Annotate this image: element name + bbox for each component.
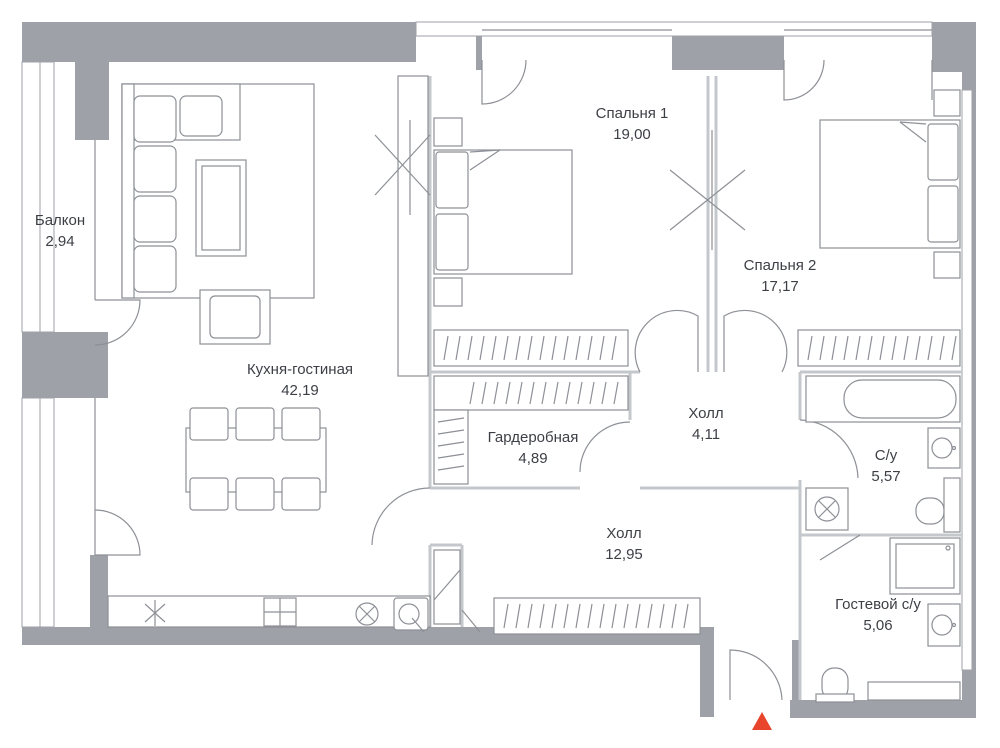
bed-1 [433,117,573,307]
room-name: Гостевой с/у [835,596,921,613]
room-area: 5,57 [871,468,900,485]
guest-bath-shelf [867,681,961,701]
room-area: 19,00 [613,126,651,143]
dining-table [185,407,327,511]
hanger-lines-bedroom-2 [807,335,957,361]
hanger-lines-hall [503,603,689,629]
windows [21,21,973,671]
room-label-wardrobe: Гардеробная 4,89 [488,429,579,467]
room-area: 4,11 [692,426,720,443]
hanger-lines-closet-side [437,417,465,471]
wardrobe-bedroom-1 [433,329,629,367]
room-area: 12,95 [605,546,643,563]
room-area: 5,06 [863,617,892,634]
room-label-guest-bathroom: Гостевой с/у 5,06 [835,596,921,634]
hanger-lines-closet [469,381,619,405]
room-area: 42,19 [281,382,319,399]
room-name: Спальня 2 [744,257,817,274]
sliding-partitions [374,75,746,377]
room-label-hall-main: Холл 12,95 [605,525,643,563]
room-name: Холл [688,405,723,422]
room-label-hall-small: Холл 4,11 [688,405,723,443]
room-area: 2,94 [45,233,74,250]
hanger-lines-bedroom-1 [443,335,617,361]
kitchen-counter [107,595,431,633]
sofa [121,83,315,299]
room-label-bedroom-1: Спальня 1 19,00 [596,105,669,143]
bathtub [805,375,961,423]
washing-machine [805,487,849,531]
room-name: Кухня-гостиная [247,361,353,378]
interior-walls [428,76,962,700]
guest-toilet [815,667,855,703]
room-name: Гардеробная [488,429,579,446]
bed-2 [819,89,961,279]
guest-sink [927,603,961,647]
room-label-bedroom-2: Спальня 2 17,17 [744,257,817,295]
hall-wardrobe [493,597,701,635]
room-name: Спальня 1 [596,105,669,122]
room-area: 17,17 [761,278,799,295]
room-area: 4,89 [518,450,547,467]
room-name: Балкон [35,212,85,229]
wardrobe-bedroom-2 [797,329,961,367]
bathroom-toilet [915,477,961,533]
room-label-balcony: Балкон 2,94 [35,212,85,250]
room-label-bathroom: С/у 5,57 [871,447,900,485]
bathroom-sink [927,427,961,469]
armchair [199,289,271,345]
room-label-living: Кухня-гостиная 42,19 [247,361,353,399]
room-name: Холл [606,525,641,542]
shower-cabin [889,537,961,595]
room-name: С/у [875,447,898,464]
walk-in-closet-fittings [433,375,629,485]
entrance-arrow-icon [752,712,772,730]
hall-niche [433,549,481,633]
